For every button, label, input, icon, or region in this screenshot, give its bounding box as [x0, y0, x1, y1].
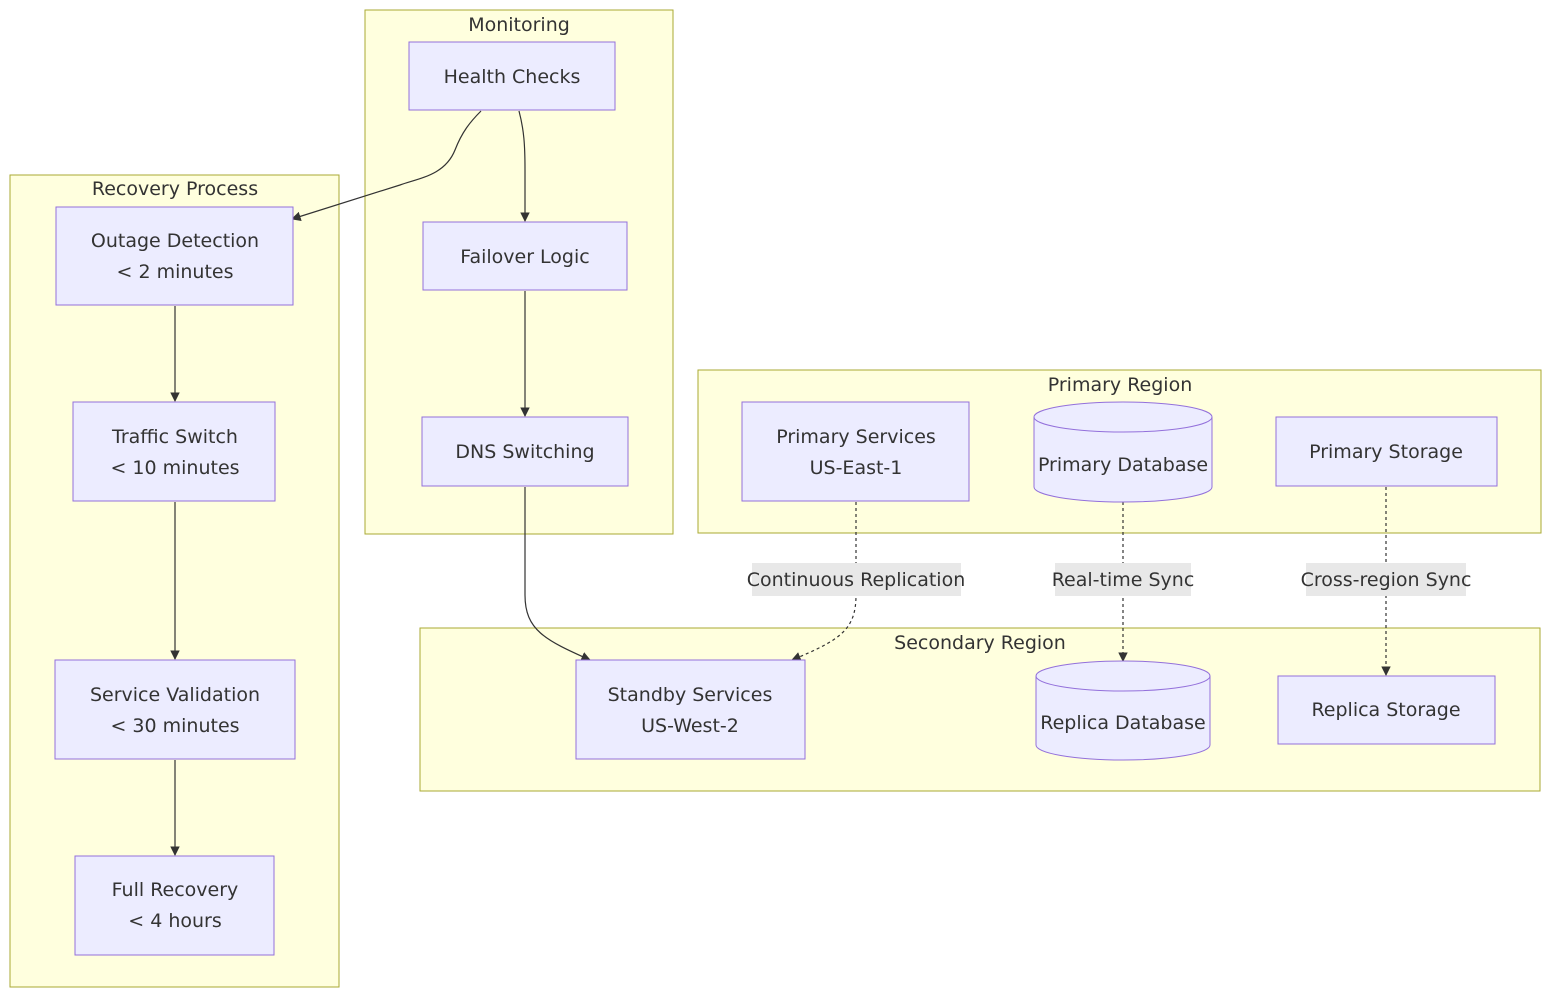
node-primary-database: Primary Database	[1033, 401, 1213, 503]
node-failover-logic: Failover Logic	[422, 221, 628, 291]
node-health-checks: Health Checks	[408, 41, 616, 111]
edges	[170, 110, 591, 856]
node-traffic-switch: Traffic Switch < 10 minutes	[72, 401, 276, 502]
node-primary-storage: Primary Storage	[1275, 416, 1498, 487]
node-traffic-switch-line1: Traffic Switch	[111, 426, 238, 448]
edge-dns-to-standby	[524, 487, 591, 661]
cylinder-replica-database-rim	[1035, 675, 1211, 692]
node-replica-database-label: Replica Database	[1040, 712, 1205, 734]
cluster-monitoring-title: Monitoring	[468, 14, 570, 36]
node-traffic-switch-line2: < 10 minutes	[110, 457, 239, 479]
node-replica-database: Replica Database	[1035, 660, 1211, 761]
edge-label-cross-region-sync: Cross-region Sync	[1301, 563, 1472, 596]
node-primary-services-line1: Primary Services	[776, 426, 936, 448]
edge-health-to-outage	[291, 110, 482, 221]
cylinder-replica-database	[1035, 660, 1211, 761]
node-primary-database-label: Primary Database	[1038, 454, 1208, 476]
node-failover-logic-label: Failover Logic	[460, 246, 589, 268]
node-full-recovery: Full Recovery < 4 hours	[74, 855, 275, 956]
node-outage-detection: Outage Detection < 2 minutes	[55, 206, 294, 306]
node-dns-switching-label: DNS Switching	[455, 441, 594, 463]
node-health-checks-label: Health Checks	[444, 66, 581, 88]
edge-label-continuous-replication-text: Continuous Replication	[747, 569, 966, 591]
node-full-recovery-line2: < 4 hours	[128, 910, 222, 932]
node-service-validation-line1: Service Validation	[90, 684, 260, 706]
node-primary-services: Primary Services US-East-1	[741, 401, 970, 502]
cylinder-primary-database-rim	[1033, 416, 1213, 433]
cluster-primary-title: Primary Region	[1048, 374, 1193, 396]
edge-label-realtime-sync-text: Real-time Sync	[1052, 569, 1195, 591]
node-standby-services: Standby Services US-West-2	[575, 659, 806, 760]
edge-label-realtime-sync: Real-time Sync	[1052, 563, 1195, 596]
node-replica-storage-label: Replica Storage	[1311, 699, 1460, 721]
node-service-validation: Service Validation < 30 minutes	[54, 659, 296, 760]
cylinder-primary-database	[1033, 401, 1213, 503]
node-outage-detection-line1: Outage Detection	[91, 230, 259, 252]
edge-health-to-failover	[518, 110, 530, 222]
node-service-validation-line2: < 30 minutes	[110, 715, 239, 737]
node-full-recovery-line1: Full Recovery	[112, 879, 239, 901]
cluster-secondary-title: Secondary Region	[894, 632, 1066, 654]
node-outage-detection-line2: < 2 minutes	[117, 261, 234, 283]
cluster-recovery-title: Recovery Process	[92, 178, 258, 200]
node-replica-storage: Replica Storage	[1277, 675, 1496, 745]
node-standby-services-line2: US-West-2	[641, 715, 739, 737]
node-dns-switching: DNS Switching	[421, 416, 629, 487]
edge-primary-services-to-standby	[791, 502, 857, 662]
edge-label-cross-region-sync-text: Cross-region Sync	[1301, 569, 1472, 591]
node-primary-storage-label: Primary Storage	[1309, 441, 1463, 463]
node-primary-services-line2: US-East-1	[810, 457, 903, 479]
node-standby-services-line1: Standby Services	[608, 684, 773, 706]
edge-label-continuous-replication: Continuous Replication	[747, 563, 966, 596]
